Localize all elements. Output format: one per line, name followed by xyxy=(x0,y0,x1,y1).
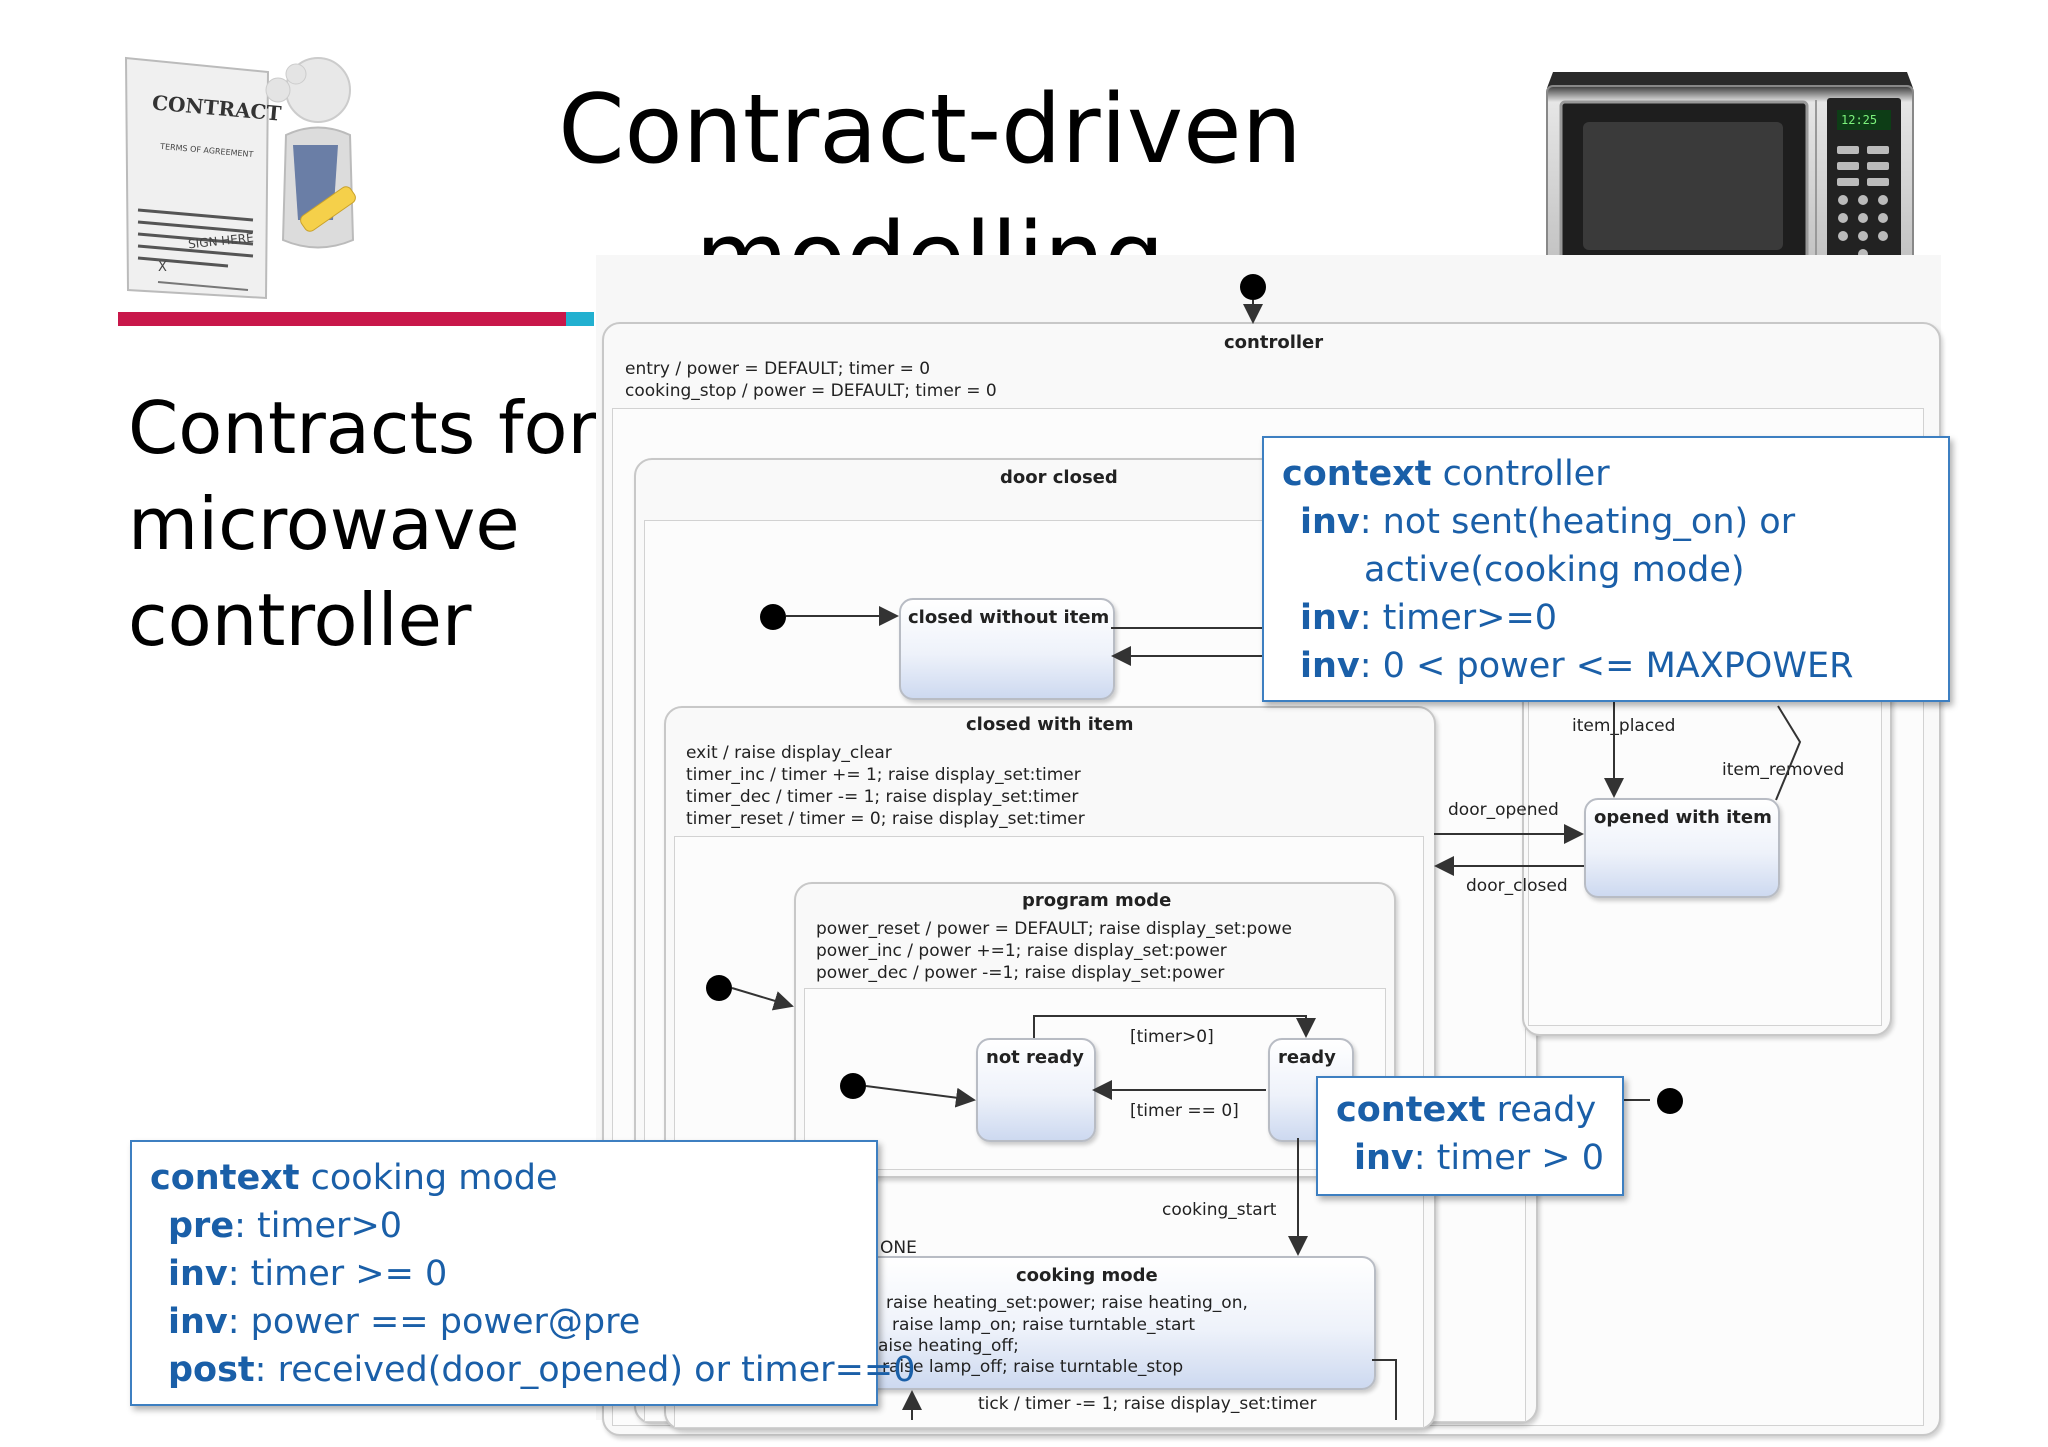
context-ready-line-1: inv: timer > 0 xyxy=(1354,1134,1604,1182)
label-done: ONE xyxy=(880,1238,917,1258)
program-mode-action-2: power_inc / power +=1; raise display_set… xyxy=(816,941,1227,961)
closed-with-item-action-3: timer_dec / timer -= 1; raise display_se… xyxy=(686,787,1079,807)
state-program-mode-title: program mode xyxy=(1022,890,1172,911)
initial-dot-door-closed xyxy=(760,604,786,630)
inv-keyword: inv xyxy=(1300,598,1360,638)
state-not-ready-title: not ready xyxy=(986,1047,1084,1068)
contract-x-text: X xyxy=(158,260,167,275)
context-keyword: context xyxy=(1282,454,1432,494)
context-controller-line-1: inv: not sent(heating_on) or xyxy=(1300,498,1795,546)
inv-keyword: inv xyxy=(168,1254,228,1294)
context-controller-line-2: active(cooking mode) xyxy=(1364,546,1745,594)
state-closed-without-item-title: closed without item xyxy=(908,607,1110,628)
program-mode-action-3: power_dec / power -=1; raise display_set… xyxy=(816,963,1225,983)
context-controller-name: controller xyxy=(1442,454,1610,494)
initial-dot-program-mode xyxy=(840,1073,866,1099)
inv-keyword: inv xyxy=(168,1302,228,1342)
state-closed-without-item[interactable] xyxy=(899,598,1115,700)
initial-dot-closed-with-item xyxy=(706,975,732,1001)
label-item-removed: item_removed xyxy=(1722,760,1845,780)
state-controller-title: controller xyxy=(1224,332,1324,353)
post-keyword: post xyxy=(168,1350,255,1390)
context-cooking-line-1-text: : timer>0 xyxy=(234,1206,403,1246)
contract-icon xyxy=(124,56,356,300)
closed-with-item-action-4: timer_reset / timer = 0; raise display_s… xyxy=(686,809,1085,829)
context-ready-line-1-text: : timer > 0 xyxy=(1413,1138,1604,1178)
context-controller-line-3-text: : timer>=0 xyxy=(1359,598,1558,638)
inv-keyword: inv xyxy=(1354,1138,1414,1178)
slide-title-line1: Contract-driven xyxy=(558,75,1302,185)
program-mode-action-1: power_reset / power = DEFAULT; raise dis… xyxy=(816,919,1292,939)
context-controller-line-4: inv: 0 < power <= MAXPOWER xyxy=(1300,642,1853,690)
label-item-placed: item_placed xyxy=(1572,716,1676,736)
state-opened-with-item[interactable] xyxy=(1584,798,1780,898)
pre-keyword: pre xyxy=(168,1206,235,1246)
cooking-mode-action-3: aise heating_off; xyxy=(878,1336,1019,1356)
inv-keyword: inv xyxy=(1300,502,1360,542)
context-ready-name: ready xyxy=(1496,1090,1597,1130)
contract-illustration: CONTRACT TERMS OF AGREEMENT SIGN HERE X xyxy=(118,50,378,305)
context-cooking-line-1: pre: timer>0 xyxy=(168,1202,402,1250)
state-cooking-mode-title: cooking mode xyxy=(1016,1265,1158,1286)
context-cooking-line-4-text: : received(door_opened) or timer==0 xyxy=(254,1350,916,1390)
context-cooking-line-3-text: : power == power@pre xyxy=(227,1302,641,1342)
cooking-mode-tick-action: tick / timer -= 1; raise display_set:tim… xyxy=(978,1394,1317,1414)
label-door-closed: door_closed xyxy=(1466,876,1568,896)
context-ready-header: context ready xyxy=(1336,1086,1596,1134)
context-cooking-line-3: inv: power == power@pre xyxy=(168,1298,640,1346)
closed-with-item-action-1: exit / raise display_clear xyxy=(686,743,892,763)
accent-bar-cyan xyxy=(566,312,594,326)
context-cooking-line-2-text: : timer >= 0 xyxy=(227,1254,448,1294)
context-controller-line-1-text: : not sent(heating_on) or xyxy=(1359,502,1796,542)
cooking-mode-action-2: raise lamp_on; raise turntable_start xyxy=(892,1315,1196,1335)
context-cooking-header: context cooking mode xyxy=(150,1154,558,1202)
context-ready-box: context ready inv: timer > 0 xyxy=(1316,1076,1624,1196)
context-cooking-mode-box: context cooking mode pre: timer>0 inv: t… xyxy=(130,1140,916,1406)
context-cooking-name: cooking mode xyxy=(310,1158,558,1198)
context-controller-box: context controller inv: not sent(heating… xyxy=(1262,436,1950,702)
label-cooking-start: cooking_start xyxy=(1162,1200,1277,1220)
microwave-clock: 12:25 xyxy=(1841,113,1878,127)
cooking-mode-action-1: raise heating_set:power; raise heating_o… xyxy=(886,1293,1248,1313)
microwave-icon xyxy=(1546,72,1914,287)
state-opened-with-item-title: opened with item xyxy=(1594,807,1772,828)
state-cooking-mode[interactable] xyxy=(862,1256,1376,1390)
controller-entry-action: entry / power = DEFAULT; timer = 0 xyxy=(625,359,931,379)
microwave-illustration: 12:25 xyxy=(1545,66,1915,291)
context-controller-line-2-text: active(cooking mode) xyxy=(1364,550,1745,590)
subtitle-line1: Contracts for xyxy=(128,386,598,470)
cooking-mode-action-4: raise lamp_off; raise turntable_stop xyxy=(882,1357,1184,1377)
context-keyword: context xyxy=(150,1158,300,1198)
initial-dot-controller xyxy=(1240,274,1266,300)
context-controller-line-3: inv: timer>=0 xyxy=(1300,594,1557,642)
state-not-ready[interactable] xyxy=(976,1038,1096,1142)
context-keyword: context xyxy=(1336,1090,1486,1130)
label-timer-eq-0: [timer == 0] xyxy=(1130,1101,1239,1121)
subtitle-line2: microwave xyxy=(128,482,520,566)
state-closed-with-item-title: closed with item xyxy=(966,714,1134,735)
label-door-opened: door_opened xyxy=(1448,800,1559,820)
state-door-closed-title: door closed xyxy=(1000,467,1118,488)
context-controller-line-4-text: : 0 < power <= MAXPOWER xyxy=(1359,646,1854,686)
label-timer-gt-0: [timer>0] xyxy=(1130,1027,1214,1047)
controller-stop-action: cooking_stop / power = DEFAULT; timer = … xyxy=(625,381,997,401)
accent-bar-red xyxy=(118,312,566,326)
context-cooking-line-4: post: received(door_opened) or timer==0 xyxy=(168,1346,916,1394)
initial-dot-right xyxy=(1657,1088,1683,1114)
closed-with-item-action-2: timer_inc / timer += 1; raise display_se… xyxy=(686,765,1081,785)
state-ready-title: ready xyxy=(1278,1047,1336,1068)
subtitle-line3: controller xyxy=(128,578,472,662)
context-controller-header: context controller xyxy=(1282,450,1610,498)
context-cooking-line-2: inv: timer >= 0 xyxy=(168,1250,447,1298)
inv-keyword: inv xyxy=(1300,646,1360,686)
slide-subtitle: Contracts for microwave controller xyxy=(128,380,597,668)
